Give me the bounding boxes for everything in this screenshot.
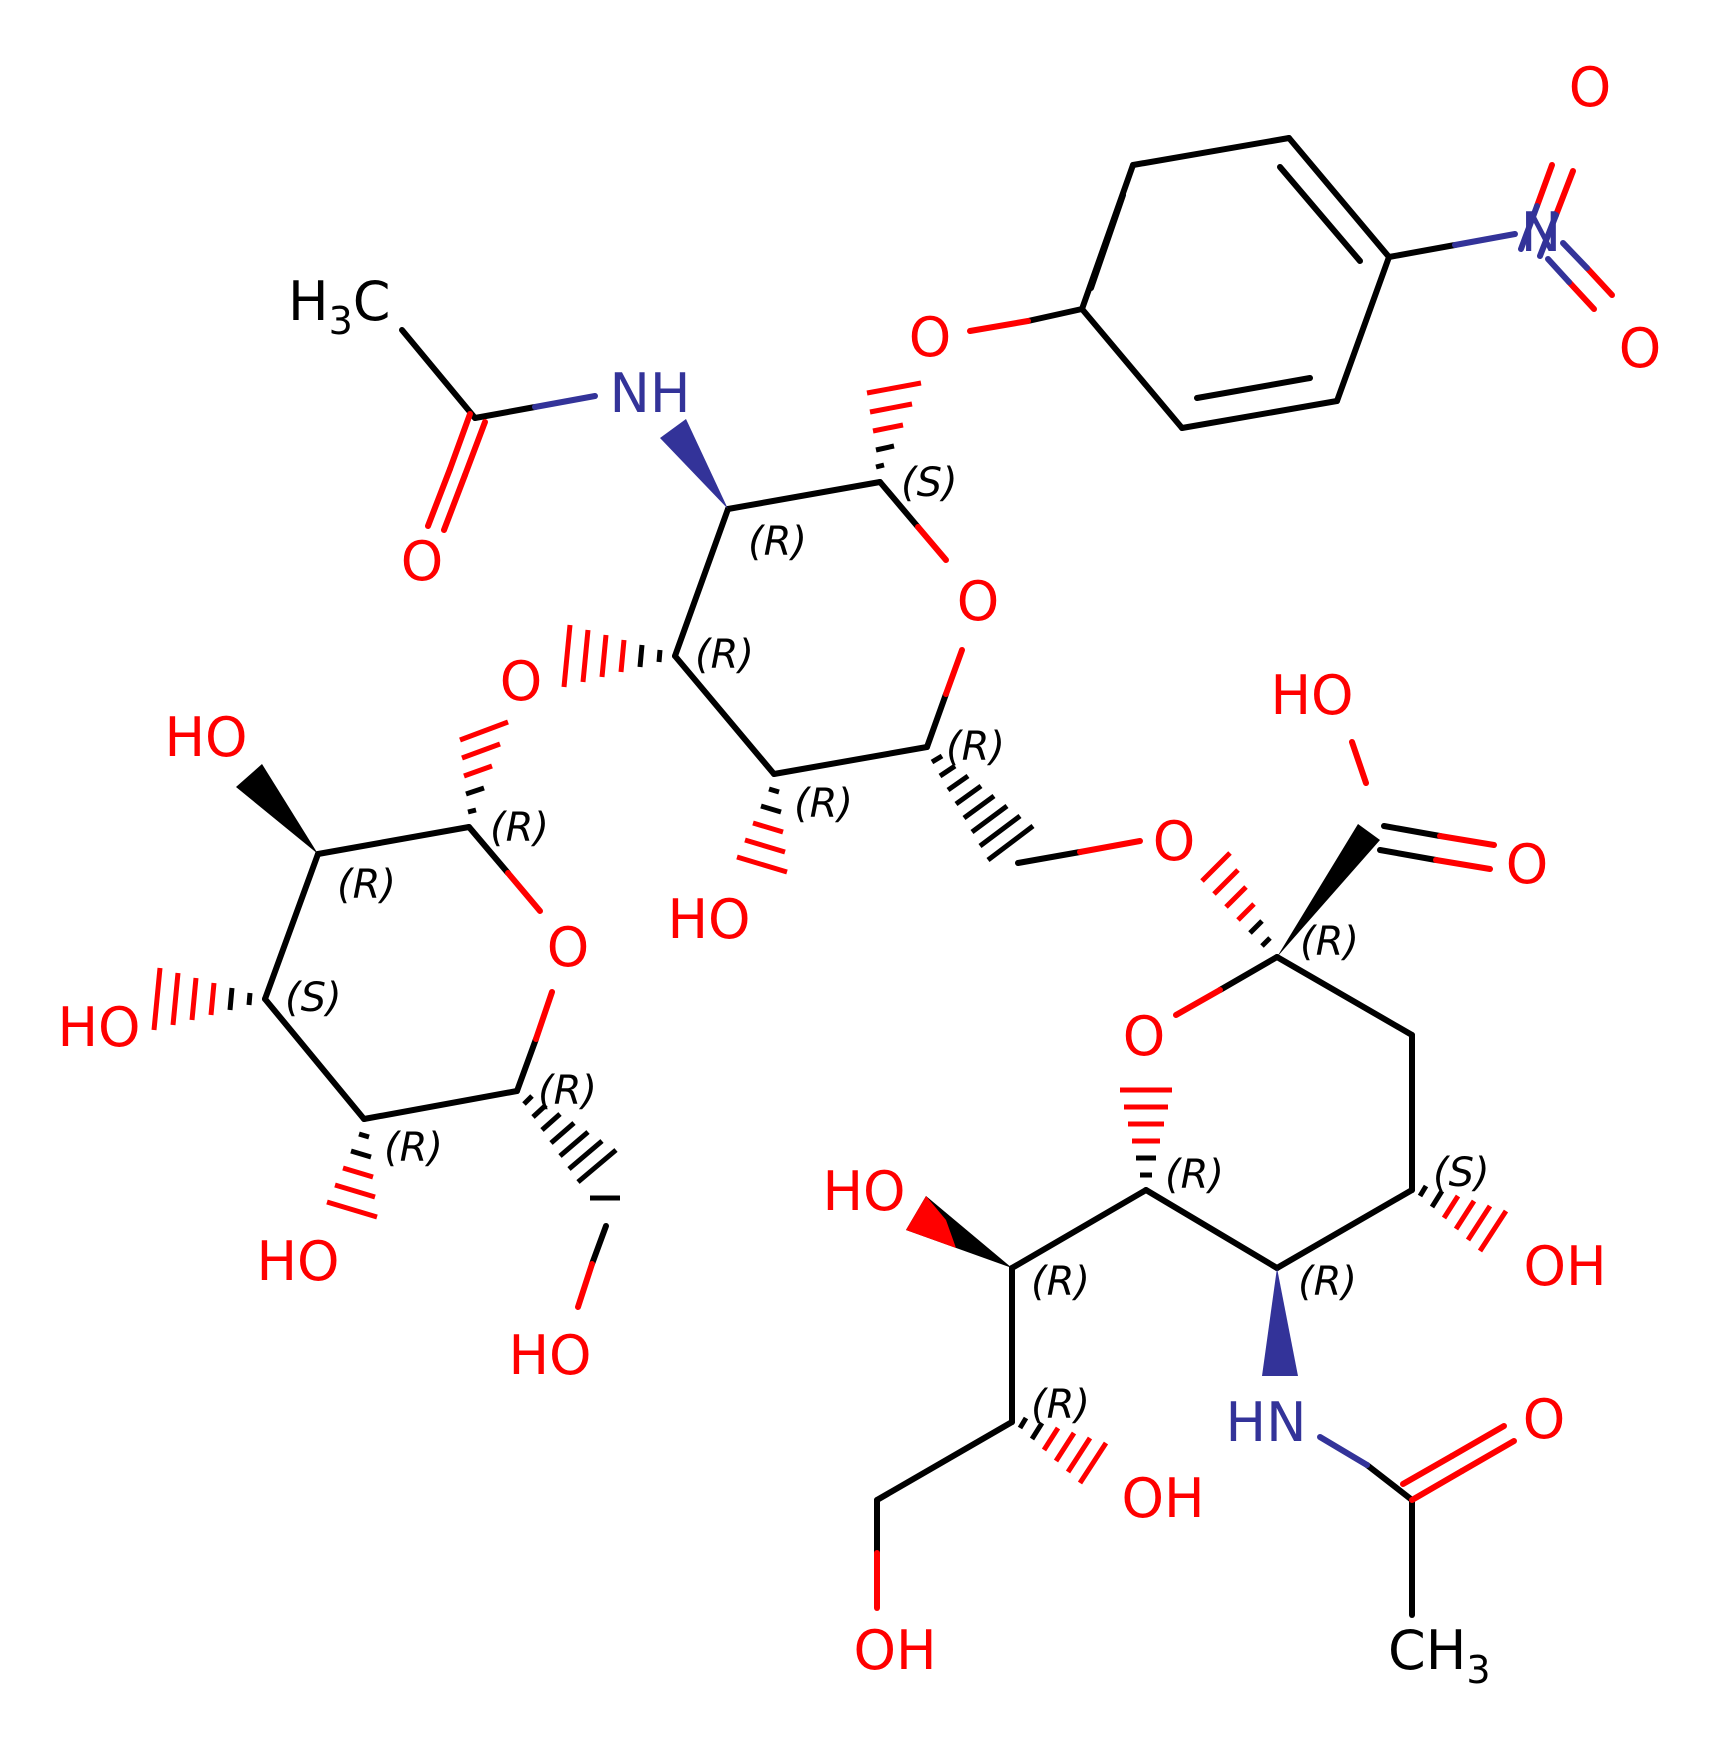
atom-o-glyco-right: O xyxy=(1153,810,1196,873)
stereo-label: (R) xyxy=(794,781,853,827)
atom-o-carbonyl-top: O xyxy=(401,530,444,593)
atom-ho-ring2-c2: HO xyxy=(164,706,247,769)
stereo-label: (S) xyxy=(1433,1150,1490,1196)
wedge-bonds xyxy=(236,419,1380,1376)
stereo-label: (R) xyxy=(337,862,396,908)
stereo-label: (R) xyxy=(695,632,754,678)
atom-o-ring-top: O xyxy=(957,570,1000,633)
stereo-label: (R) xyxy=(490,805,549,851)
oxygen-bond-halves xyxy=(425,162,1615,1611)
atom-o-glyco-left: O xyxy=(500,650,543,713)
atom-labels: O N O O H3C NH O O O HO O HO HO O HO O O… xyxy=(57,56,1661,1692)
stereo-label: (R) xyxy=(538,1068,597,1114)
stereo-label: (R) xyxy=(748,519,807,565)
stereo-labels: (S) (R) (R) (R) (R) (R) (R) (S) (R) (R) … xyxy=(285,460,1490,1428)
atom-ho-ring2-c6: HO xyxy=(508,1324,591,1387)
stereo-label: (R) xyxy=(1165,1152,1224,1198)
stereo-label: (S) xyxy=(285,975,342,1021)
atom-o-ring-right: O xyxy=(1123,1005,1166,1068)
atom-ho-acid: HO xyxy=(1270,664,1353,727)
stereo-label: (R) xyxy=(1031,1382,1090,1428)
stereo-label: (S) xyxy=(901,460,958,506)
stereo-label: (R) xyxy=(1300,919,1359,965)
atom-o-acid: O xyxy=(1506,833,1549,896)
atom-ho-side-c1: HO xyxy=(822,1160,905,1223)
atom-ho-ring1-c3: HO xyxy=(667,888,750,951)
atom-oh-side-c3: OH xyxy=(853,1619,936,1682)
stereo-label: (R) xyxy=(384,1125,443,1171)
atom-o-nitro-right: O xyxy=(1619,317,1662,380)
atom-o-ring-left: O xyxy=(547,916,590,979)
atom-o-phenoxy: O xyxy=(909,306,952,369)
hash-bonds xyxy=(151,380,1509,1485)
atom-oh-side-c2: OH xyxy=(1121,1467,1204,1530)
atom-ho-ring2-c3: HO xyxy=(57,996,140,1059)
nitrogen-bond-halves xyxy=(532,203,1590,1468)
atom-h-methyl-top: H3C xyxy=(288,270,391,343)
stereo-label: (R) xyxy=(1031,1259,1090,1305)
stereo-label: (R) xyxy=(946,724,1005,770)
atom-hn-bottom: HN xyxy=(1226,1391,1307,1454)
atom-n-nitro: N xyxy=(1521,201,1561,264)
atom-ho-ring2-c4: HO xyxy=(256,1230,339,1293)
atom-oh-ring3-c4: OH xyxy=(1523,1235,1606,1298)
stereo-label: (R) xyxy=(1298,1259,1357,1305)
atom-o-nitro-top: O xyxy=(1569,56,1612,119)
atom-o-carbonyl-bottom: O xyxy=(1523,1388,1566,1451)
atom-nh-top: NH xyxy=(610,362,691,425)
single-bonds xyxy=(262,135,1458,1618)
atom-ch3-bottom: CH3 xyxy=(1388,1619,1491,1692)
